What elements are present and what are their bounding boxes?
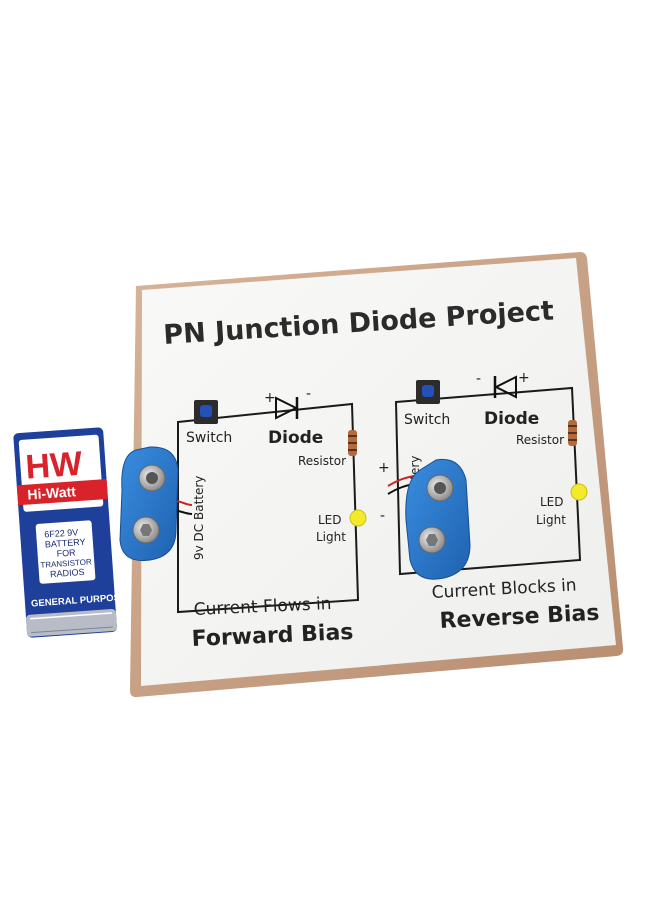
left-diode-minus: - bbox=[306, 386, 311, 402]
right-diode-label: Diode bbox=[484, 409, 539, 429]
battery-spec-2: BATTERY bbox=[45, 537, 86, 550]
left-led-label-2: Light bbox=[316, 530, 346, 544]
left-battery-label: 9v DC Battery bbox=[192, 476, 206, 560]
left-resistor-label: Resistor bbox=[298, 454, 346, 468]
left-diode-symbol bbox=[275, 396, 299, 420]
project-board: PN Junction Diode Project Switch + - Dio… bbox=[130, 252, 624, 698]
left-circuit: Switch + - Diode Resistor LED Light 9v D… bbox=[177, 386, 367, 652]
right-battery-minus: - bbox=[380, 508, 385, 524]
right-battery-plus: + bbox=[378, 460, 390, 476]
right-diode-plus: + bbox=[518, 370, 530, 386]
right-led-label-2: Light bbox=[536, 513, 566, 527]
right-clip-wires bbox=[387, 475, 415, 487]
battery-logo: HW bbox=[24, 445, 84, 487]
battery-brand: Hi-Watt bbox=[27, 483, 77, 502]
right-wire-loop bbox=[394, 386, 582, 576]
right-switch-label: Switch bbox=[404, 412, 450, 428]
right-resistor-label: Resistor bbox=[516, 433, 564, 447]
battery-spec-5: RADIOS bbox=[50, 567, 85, 579]
battery-spec-1: 6F22 9V bbox=[44, 527, 79, 539]
right-diode-symbol bbox=[493, 375, 517, 399]
battery-spec-4: TRANSISTOR bbox=[40, 557, 92, 570]
left-led bbox=[349, 509, 367, 527]
hi-watt-9v-battery: HW Hi-Watt 6F22 9V BATTERY FOR TRANSISTO… bbox=[13, 427, 127, 638]
right-resistor bbox=[568, 420, 577, 446]
left-diode-plus: + bbox=[264, 390, 276, 406]
board-face bbox=[141, 258, 616, 686]
battery-spec-3: FOR bbox=[56, 547, 76, 558]
right-diode-minus: - bbox=[476, 371, 481, 387]
left-diode-label: Diode bbox=[268, 428, 323, 448]
left-led-label-1: LED bbox=[318, 513, 342, 527]
right-led bbox=[570, 483, 588, 501]
left-battery-clip bbox=[119, 446, 179, 562]
right-battery-clip bbox=[405, 458, 471, 580]
right-led-label-1: LED bbox=[540, 495, 564, 509]
left-resistor bbox=[348, 430, 357, 456]
left-switch-label: Switch bbox=[186, 430, 232, 446]
